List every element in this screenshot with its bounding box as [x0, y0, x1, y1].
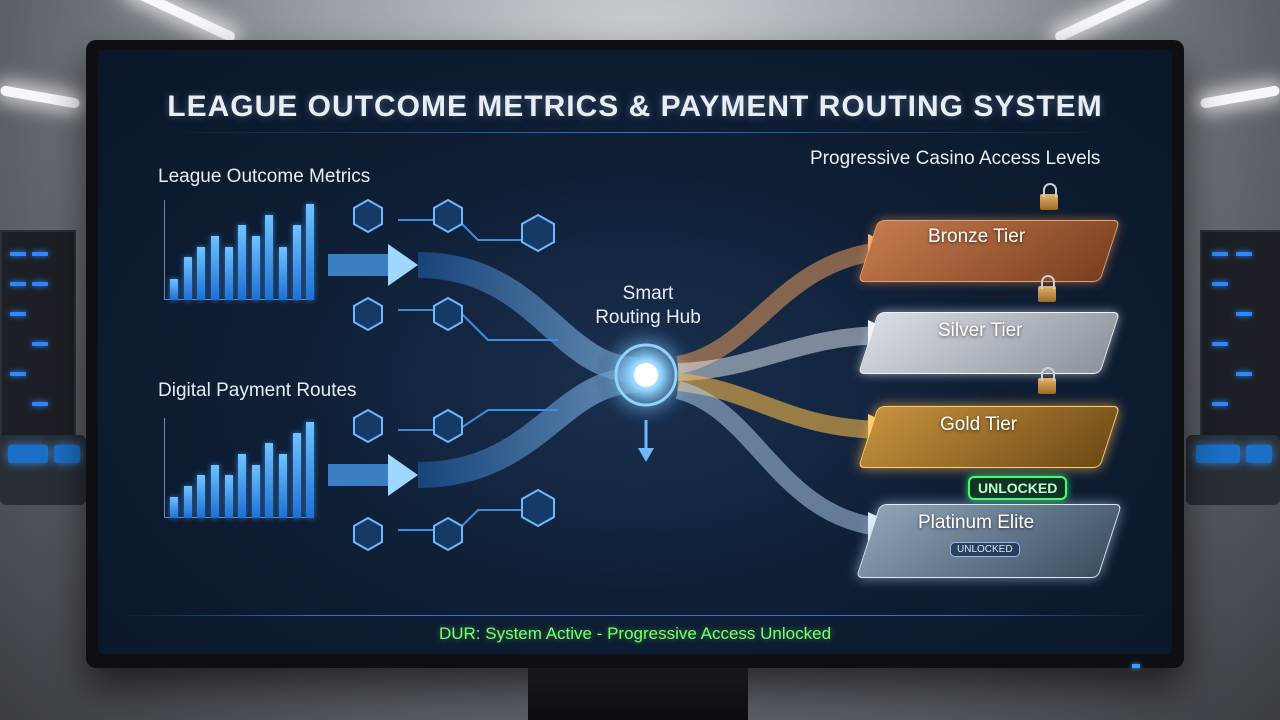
ceiling-light [1199, 85, 1280, 109]
metrics-section-label: League Outcome Metrics [158, 166, 371, 187]
status-divider [118, 615, 1152, 616]
chart-bar [183, 257, 192, 300]
chart-bar [183, 486, 192, 518]
power-indicator [1132, 664, 1140, 668]
chart-bar [251, 236, 260, 300]
tier-name-label: Bronze Tier [928, 226, 1026, 247]
chart-bar [306, 422, 315, 518]
chart-bar [197, 475, 206, 518]
tier-level-label: Level 1 [994, 196, 1036, 211]
chart-bar [292, 432, 301, 518]
hexagon-node-icon [353, 296, 383, 332]
chart-bar [279, 454, 288, 518]
ceiling-light [1053, 0, 1167, 43]
chart-bar [170, 496, 178, 518]
unlocked-badge: UNLOCKED [968, 476, 1068, 500]
ceiling-light [0, 85, 81, 109]
routing-hub-label-line2: Routing Hub [595, 307, 701, 328]
payment-routes-chart [164, 418, 315, 518]
monitor-stand [528, 668, 748, 720]
chart-bar [224, 246, 233, 300]
chart-bar [197, 246, 206, 300]
chart-bar [238, 225, 247, 300]
access-section-label: Progressive Casino Access Levels [810, 148, 1101, 169]
status-text: DUR: System Active - Progressive Access … [438, 624, 832, 643]
title-divider [158, 132, 1118, 133]
league-metrics-chart [164, 200, 315, 300]
hexagon-node-icon [433, 516, 463, 552]
hexagon-node-icon [433, 296, 463, 332]
tier-name-label: Gold Tier [940, 414, 1018, 435]
hexagon-node-icon [521, 488, 555, 528]
chart-bar [210, 236, 219, 300]
tier-level-label: Level 2 [980, 288, 1022, 303]
chart-bar [265, 443, 274, 518]
control-console [1186, 435, 1280, 505]
lock-icon [1038, 275, 1056, 302]
chart-bar [210, 464, 219, 518]
server-rack [0, 230, 76, 444]
lock-icon [1040, 183, 1058, 210]
chart-bar [251, 464, 260, 518]
routing-hub-label: Smart Routing Hub [578, 282, 718, 330]
page-title: LEAGUE OUTCOME METRICS & PAYMENT ROUTING… [167, 90, 1103, 123]
chart-bar [306, 204, 315, 300]
hub-icon [594, 323, 698, 462]
hexagon-node-icon [353, 408, 383, 444]
hexagon-node-icon [353, 516, 383, 552]
chart-bar [292, 225, 301, 300]
arrow-icon [328, 454, 418, 496]
arrow-icon [328, 244, 418, 286]
ceiling-light [123, 0, 237, 43]
control-console [0, 435, 86, 505]
chart-bar [279, 246, 288, 300]
server-rack [1200, 230, 1280, 444]
chart-bar [238, 454, 247, 518]
tier-name-label: Silver Tier [938, 320, 1023, 341]
hexagon-node-icon [433, 408, 463, 444]
hexagon-node-icon [521, 213, 555, 253]
dashboard-screen: LEAGUE OUTCOME METRICS & PAYMENT ROUTING… [98, 50, 1172, 654]
unlocked-sub-badge: UNLOCKED [950, 542, 1020, 557]
hexagon-node-icon [433, 198, 463, 234]
tier-level-label: Level 3 [980, 384, 1022, 399]
payments-section-label: Digital Payment Routes [158, 380, 357, 401]
monitor: LEAGUE OUTCOME METRICS & PAYMENT ROUTING… [86, 40, 1184, 668]
chart-bar [170, 278, 178, 300]
chart-bar [224, 475, 233, 518]
lock-icon [1038, 367, 1056, 394]
routing-hub-label-line1: Smart [622, 283, 674, 304]
hexagon-node-icon [353, 198, 383, 234]
chart-bar [265, 214, 274, 300]
tier-name-label: Platinum Elite [918, 512, 1035, 533]
